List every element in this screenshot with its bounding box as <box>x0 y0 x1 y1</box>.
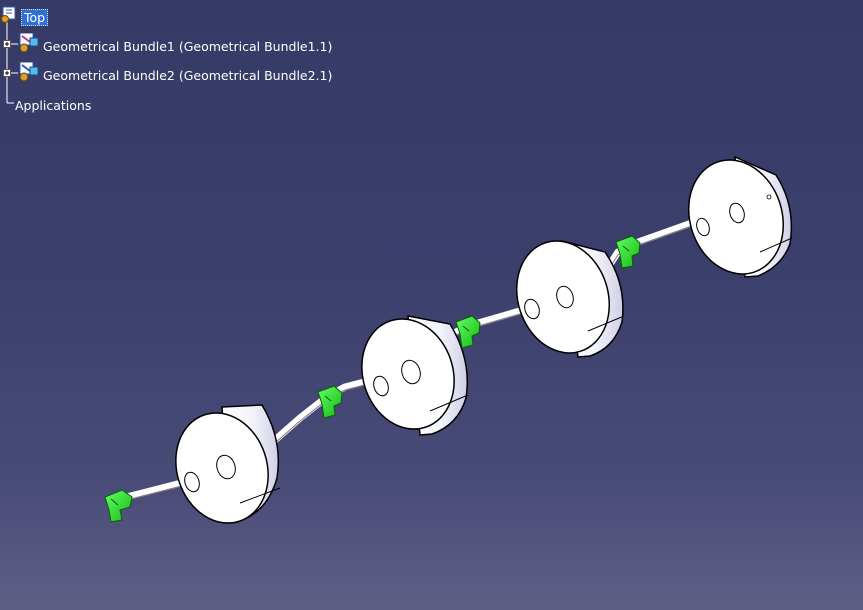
clip-4[interactable] <box>615 235 641 269</box>
tree-item-label[interactable]: Geometrical Bundle2 (Geometrical Bundle2… <box>43 68 333 83</box>
product-icon <box>1 6 16 23</box>
tree-item-label[interactable]: Geometrical Bundle1 (Geometrical Bundle1… <box>43 39 333 54</box>
clip-1[interactable] <box>104 489 133 523</box>
geometrical-bundle-icon <box>19 62 39 82</box>
cylinder-part-3[interactable] <box>503 229 625 365</box>
specification-tree: Top Geometrical Bundle1 (Geometrical Bun… <box>0 0 360 120</box>
geometrical-bundle-icon <box>19 33 39 53</box>
clip-2[interactable] <box>317 385 343 419</box>
expand-collapse-icon[interactable] <box>3 40 11 48</box>
clip-3[interactable] <box>455 315 481 349</box>
cylinder-part-2[interactable] <box>348 307 469 441</box>
cylinder-part-4[interactable] <box>674 148 797 287</box>
tree-item-label[interactable]: Applications <box>15 98 92 113</box>
expand-collapse-icon[interactable] <box>3 69 11 77</box>
tree-root-label[interactable]: Top <box>21 9 49 26</box>
cylinder-part-1[interactable] <box>162 401 282 535</box>
